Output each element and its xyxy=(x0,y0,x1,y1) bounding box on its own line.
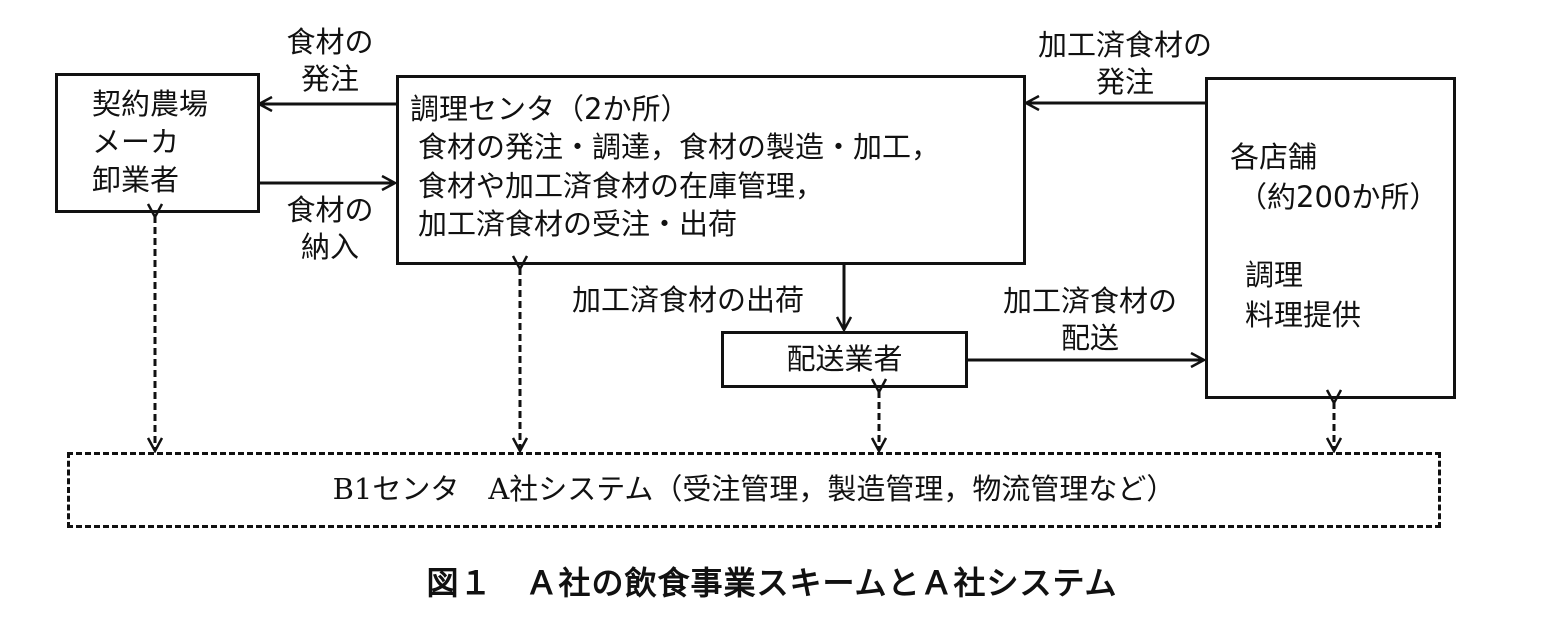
suppliers-line-1: 契約農場 xyxy=(92,87,209,121)
kitchen-center-line-1: 食材の発注・調達，食材の製造・加工， xyxy=(418,130,941,164)
delivery-label: 配送業者 xyxy=(786,342,903,376)
label-deliver-processed-1: 加工済食材の xyxy=(1002,284,1177,318)
suppliers-line-3: 卸業者 xyxy=(92,163,180,197)
stores-node xyxy=(1205,77,1456,399)
label-order-processed-2: 発注 xyxy=(1095,65,1154,99)
kitchen-center-line-2: 食材や加工済食材の在庫管理， xyxy=(418,169,825,203)
label-deliver-ingredients-1: 食材の xyxy=(286,193,374,227)
label-deliver-ingredients-2: 納入 xyxy=(300,230,359,264)
label-deliver-processed-2: 配送 xyxy=(1060,321,1119,355)
kitchen-center-node xyxy=(396,75,1026,265)
stores-line-1: 調理 xyxy=(1245,258,1304,292)
suppliers-line-2: メーカ xyxy=(92,125,180,159)
kitchen-center-line-3: 加工済食材の受注・出荷 xyxy=(418,207,738,241)
stores-title: 各店舗 xyxy=(1230,140,1318,174)
kitchen-center-title: 調理センタ（2か所） xyxy=(410,92,690,126)
label-order-processed-1: 加工済食材の xyxy=(1037,28,1212,62)
system-label: B1センタ A社システム（受注管理，製造管理，物流管理など） xyxy=(332,472,1176,506)
stores-line-2: 料理提供 xyxy=(1245,298,1362,332)
delivery-node xyxy=(721,331,968,388)
stores-subtitle: （約200か所） xyxy=(1238,180,1439,214)
label-ship-processed: 加工済食材の出荷 xyxy=(572,283,805,317)
label-order-ingredients-1: 食材の xyxy=(286,25,374,59)
figure-caption: 図１ Ａ社の飲食事業スキームとＡ社システム xyxy=(426,564,1118,602)
system-node xyxy=(67,452,1441,528)
suppliers-node xyxy=(55,73,260,213)
label-order-ingredients-2: 発注 xyxy=(300,62,359,96)
